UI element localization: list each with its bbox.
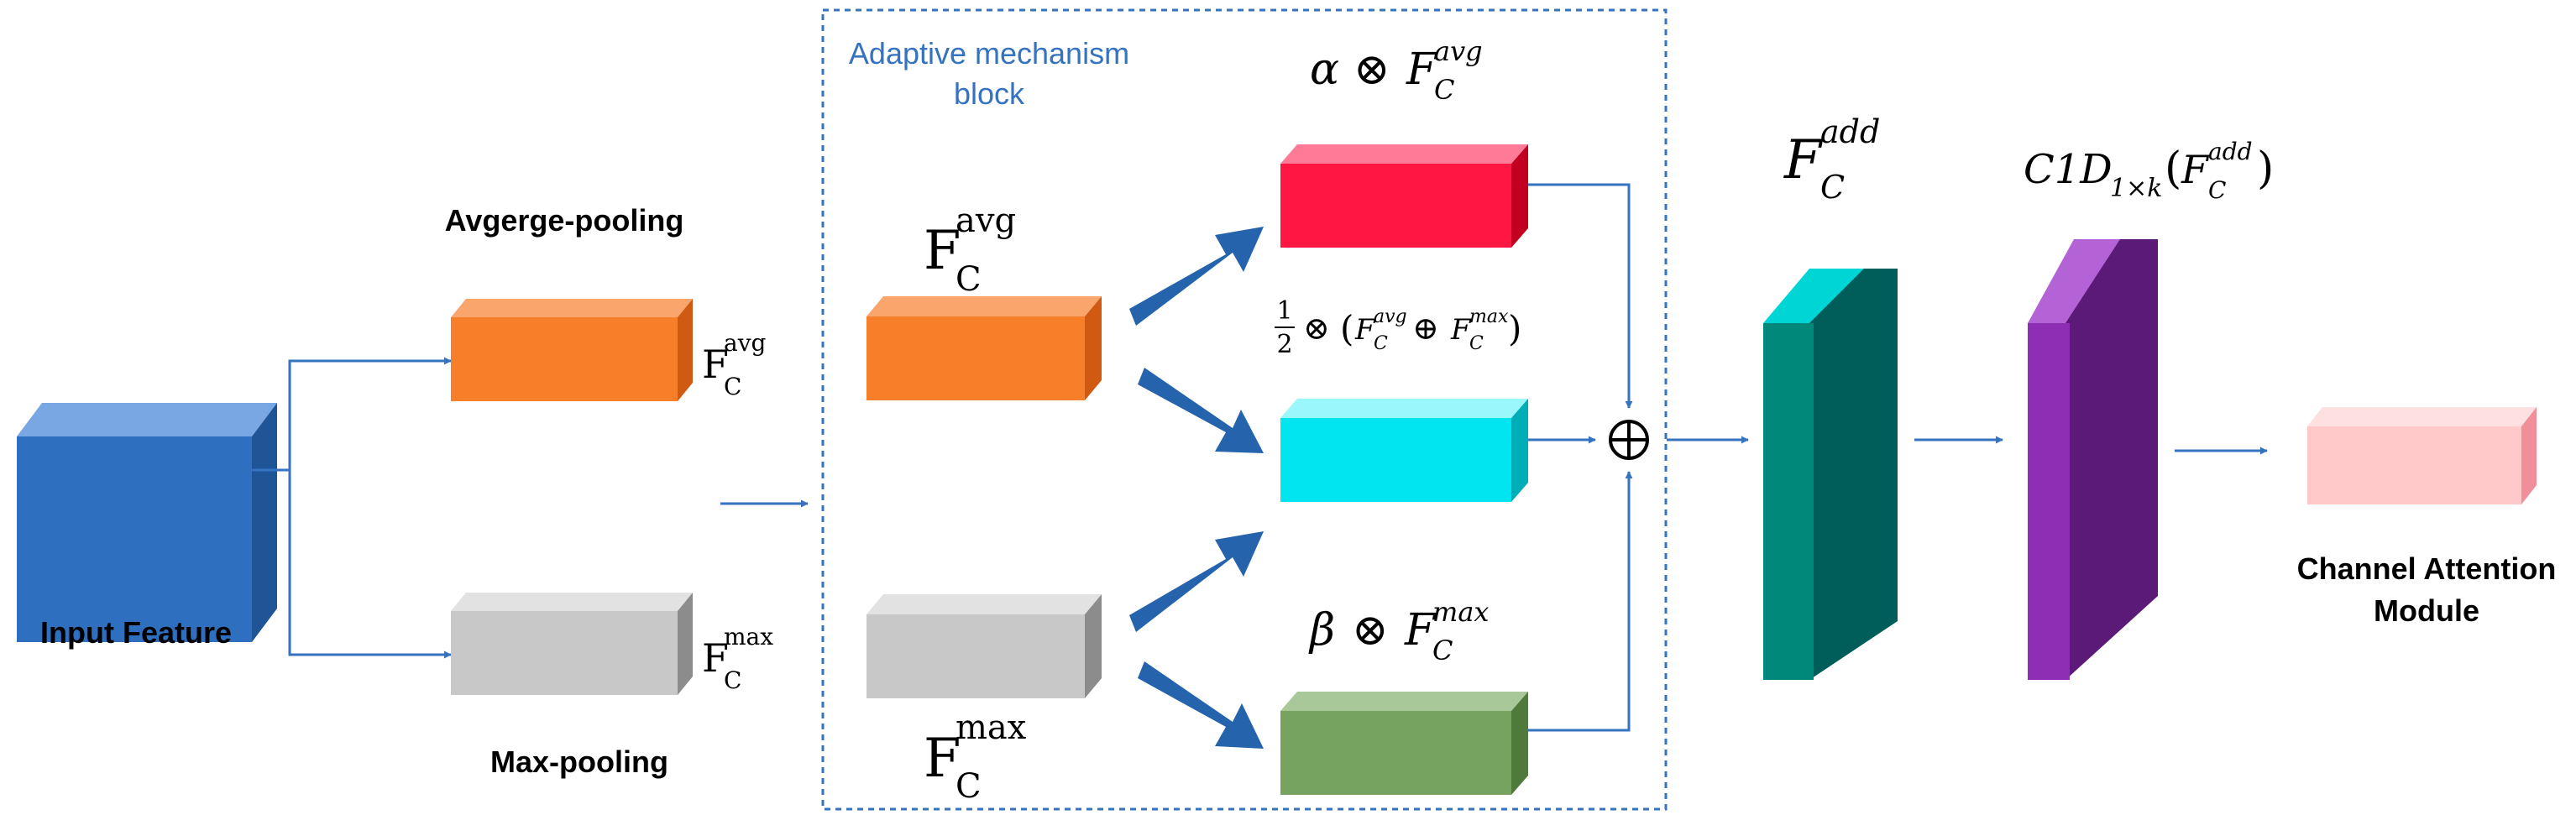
mean-rparen: ) bbox=[1508, 308, 1521, 349]
output-cube bbox=[2307, 407, 2537, 504]
max-pool-F: F bbox=[702, 635, 729, 681]
sum-oplus-symbol bbox=[1609, 420, 1649, 460]
max-pool-sup: max bbox=[724, 623, 773, 650]
input-to-max-arrow bbox=[252, 468, 452, 659]
alpha-otimes: ⊗ bbox=[1353, 44, 1390, 95]
mean-F1-sub: C bbox=[1374, 333, 1388, 354]
alpha-sub: C bbox=[1434, 74, 1454, 106]
inner-avg-sub: C bbox=[956, 260, 982, 299]
inner-avg-math-label: F avg C bbox=[924, 201, 1016, 299]
beta-formula: β ⊗ F max C bbox=[1308, 596, 1489, 666]
conv-rparen: ) bbox=[2257, 144, 2274, 194]
inner-max-sup: max bbox=[956, 708, 1027, 747]
mean-F2-sub: C bbox=[1469, 333, 1484, 354]
half-denominator: 2 bbox=[1276, 330, 1292, 359]
conv-lparen: ( bbox=[2165, 144, 2181, 194]
conv-block-label: C1D 1×k ( F add C ) bbox=[2024, 138, 2274, 204]
beta-F: F bbox=[1404, 605, 1437, 656]
avg-pool-math-label: F avg C bbox=[702, 329, 767, 400]
block-title-line1: Adaptive mechanism bbox=[849, 36, 1129, 71]
avg-pooling-label: Avgerge-pooling bbox=[445, 203, 684, 238]
input-to-avg-arrow bbox=[252, 357, 452, 472]
inner-avg-cube bbox=[867, 296, 1102, 400]
mean-formula: 1 2 ⊗ ( F avg C ⊕ F max C ) bbox=[1275, 296, 1521, 359]
avg-pool-sup: avg bbox=[724, 329, 767, 357]
thick-arrow-avg-to-mean bbox=[1138, 368, 1264, 453]
max-pooling-label: Max-pooling bbox=[490, 744, 668, 779]
adaptive-mechanism-block bbox=[821, 8, 1668, 811]
conv-feature-block bbox=[2028, 239, 2158, 680]
alpha-F: F bbox=[1406, 44, 1438, 95]
beta-sup: max bbox=[1432, 596, 1489, 628]
block-title-line2: block bbox=[954, 76, 1025, 111]
mean-F1: F bbox=[1354, 313, 1376, 347]
inner-max-cube bbox=[867, 594, 1102, 698]
avg-pool-F: F bbox=[702, 342, 729, 387]
max-pool-cube bbox=[451, 593, 693, 695]
alpha-symbol: α bbox=[1310, 44, 1339, 95]
mean-lparen: ( bbox=[1340, 308, 1353, 349]
half-numerator: 1 bbox=[1276, 296, 1292, 326]
mean-otimes: ⊗ bbox=[1303, 310, 1330, 347]
mean-F2-sup: max bbox=[1469, 306, 1509, 327]
beta-sub: C bbox=[1432, 635, 1453, 666]
max-pool-math-label: F max C bbox=[702, 623, 773, 694]
mean-oplus: ⊕ bbox=[1412, 310, 1439, 347]
mean-F1-sup: avg bbox=[1374, 306, 1407, 327]
beta-otimes: ⊗ bbox=[1352, 605, 1389, 656]
conv-prefix: C1D bbox=[2024, 146, 2113, 193]
inner-max-math-label: F max C bbox=[924, 708, 1027, 806]
add-F: F bbox=[1783, 129, 1824, 191]
inner-max-sub: C bbox=[956, 767, 982, 806]
alpha-sup: avg bbox=[1434, 35, 1483, 67]
inner-avg-F: F bbox=[924, 220, 961, 282]
inner-avg-sup: avg bbox=[956, 201, 1016, 240]
alpha-to-sum-arrow bbox=[1528, 183, 1633, 409]
thick-arrow-max-to-beta bbox=[1138, 661, 1264, 749]
channel-attention-label-line1: Channel Attention bbox=[2297, 551, 2557, 586]
beta-to-sum-arrow bbox=[1528, 471, 1633, 732]
add-sub: C bbox=[1820, 169, 1845, 206]
avg-pool-sub: C bbox=[724, 373, 741, 400]
thick-arrow-max-to-mean bbox=[1129, 531, 1264, 632]
conv-F: F bbox=[2181, 147, 2210, 192]
conv-F-sup: add bbox=[2208, 138, 2253, 165]
alpha-branch-cube bbox=[1280, 144, 1528, 248]
inner-max-F: F bbox=[924, 728, 961, 790]
mean-F2: F bbox=[1450, 313, 1472, 347]
beta-branch-cube bbox=[1280, 692, 1528, 795]
mean-branch-cube bbox=[1280, 399, 1528, 502]
beta-symbol: β bbox=[1308, 605, 1335, 656]
input-feature-label: Input Feature bbox=[40, 615, 232, 650]
add-feature-block bbox=[1763, 269, 1898, 680]
max-pool-sub: C bbox=[724, 666, 741, 694]
channel-attention-label-line2: Module bbox=[2374, 593, 2479, 628]
thick-arrow-avg-to-alpha bbox=[1129, 227, 1264, 326]
conv-sub: 1×k bbox=[2110, 174, 2162, 203]
input-feature-cube bbox=[17, 403, 277, 642]
conv-F-sub: C bbox=[2208, 176, 2226, 204]
add-block-label: F add C bbox=[1783, 113, 1880, 206]
add-sup: add bbox=[1820, 113, 1880, 150]
alpha-formula: α ⊗ F avg C bbox=[1310, 35, 1483, 106]
avg-pool-cube bbox=[451, 299, 693, 401]
